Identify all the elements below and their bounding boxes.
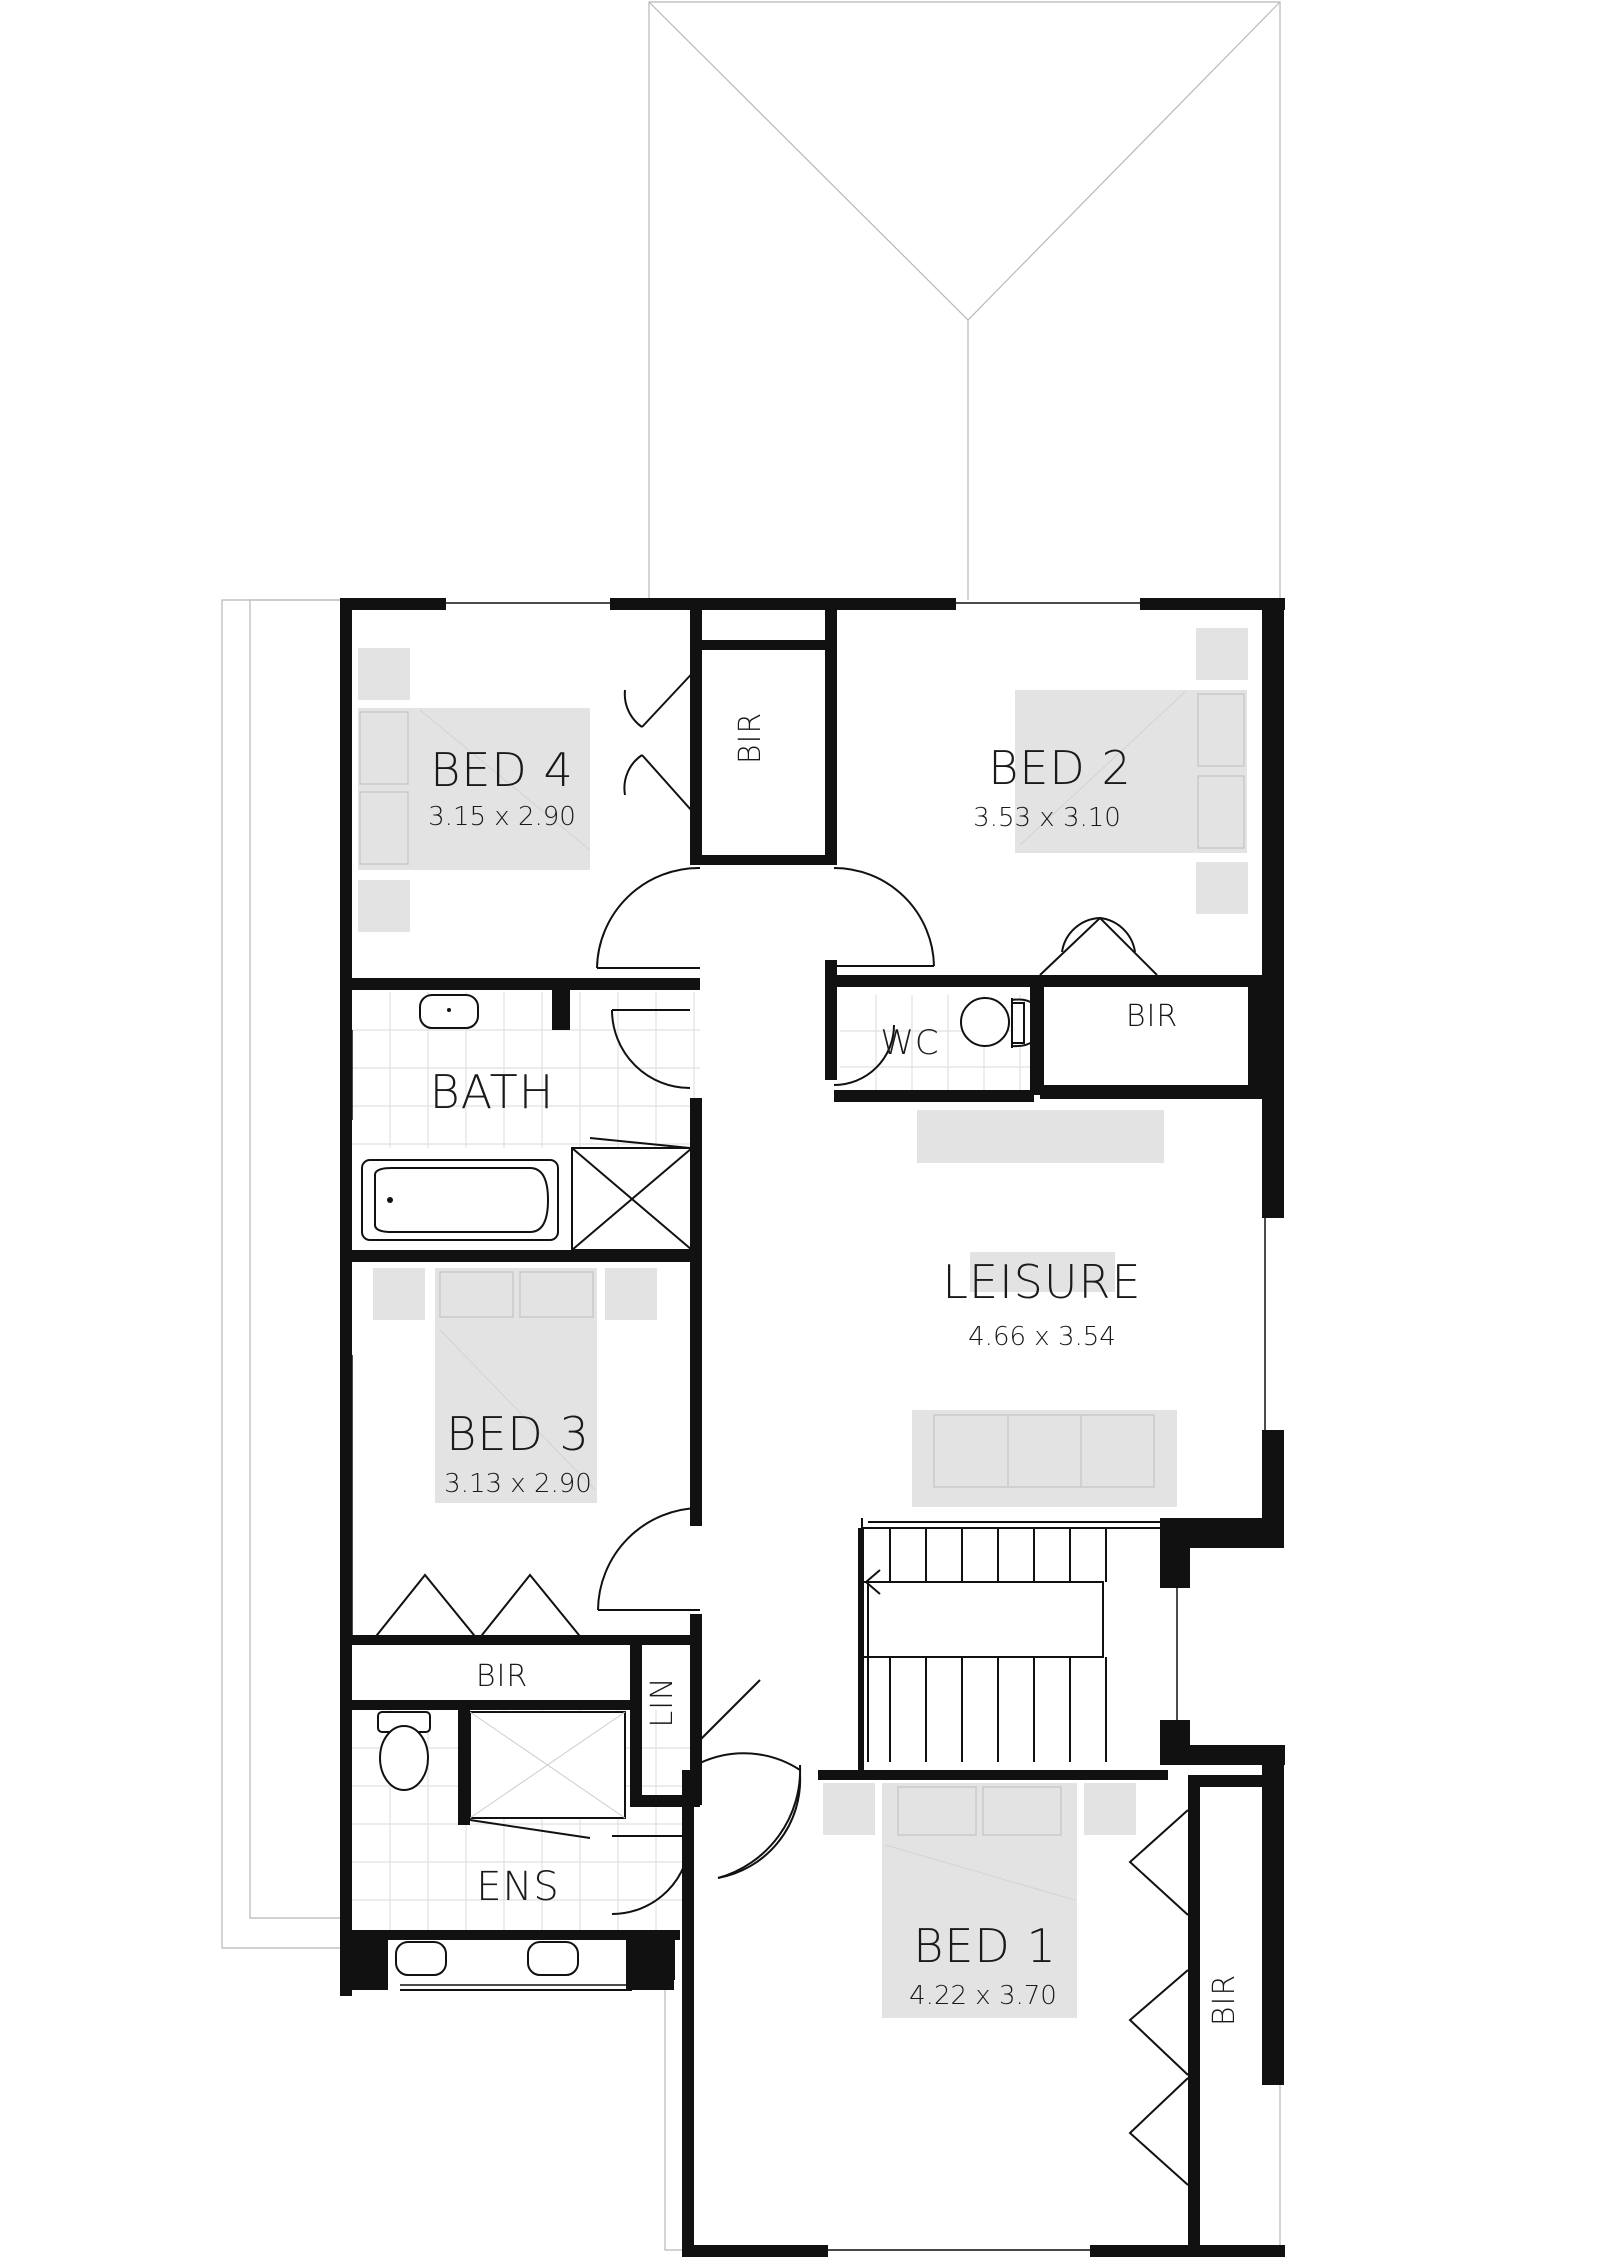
wc-fixture — [960, 997, 1042, 1048]
bed4-furniture — [358, 648, 591, 932]
bath-fixtures — [361, 994, 693, 1251]
bath-tiles — [352, 992, 700, 1148]
bir-bed4-label: BIR — [733, 712, 768, 764]
bir-bed2-label: BIR — [1126, 999, 1178, 1034]
bed4-name: BED 4 — [430, 743, 574, 797]
walls — [340, 598, 1285, 2257]
bed1-dims: 4.22 x 3.70 — [909, 1981, 1057, 2011]
bed2-dims: 3.53 x 3.10 — [973, 803, 1121, 833]
staircase — [861, 1518, 1160, 1762]
ens-fixtures — [377, 1711, 632, 1991]
wc-name: WC — [880, 1023, 939, 1063]
leisure-furniture — [912, 1110, 1177, 1507]
bed3-dims: 3.13 x 2.90 — [444, 1469, 592, 1499]
bed1-furniture — [823, 1783, 1136, 2018]
bed2-furniture — [1015, 628, 1248, 914]
bir-bed3-label: BIR — [476, 1659, 528, 1694]
room-labels: BED 4 3.15 x 2.90 BED 2 3.53 x 3.10 BATH… — [428, 712, 1242, 2026]
windows — [351, 602, 1266, 2251]
bed4-dims: 3.15 x 2.90 — [428, 802, 576, 832]
bath-name: BATH — [430, 1065, 555, 1119]
bir-bed1-label: BIR — [1207, 1974, 1242, 2026]
bed3-name: BED 3 — [446, 1407, 590, 1461]
ens-name: ENS — [476, 1864, 560, 1910]
bed2-name: BED 2 — [988, 741, 1132, 795]
leisure-name: LEISURE — [942, 1255, 1141, 1309]
bed3-furniture — [373, 1268, 657, 1503]
leisure-dims: 4.66 x 3.54 — [968, 1322, 1116, 1352]
bed1-name: BED 1 — [913, 1919, 1057, 1973]
lin-label: LIN — [645, 1676, 680, 1727]
wc-tiles — [840, 995, 1040, 1090]
